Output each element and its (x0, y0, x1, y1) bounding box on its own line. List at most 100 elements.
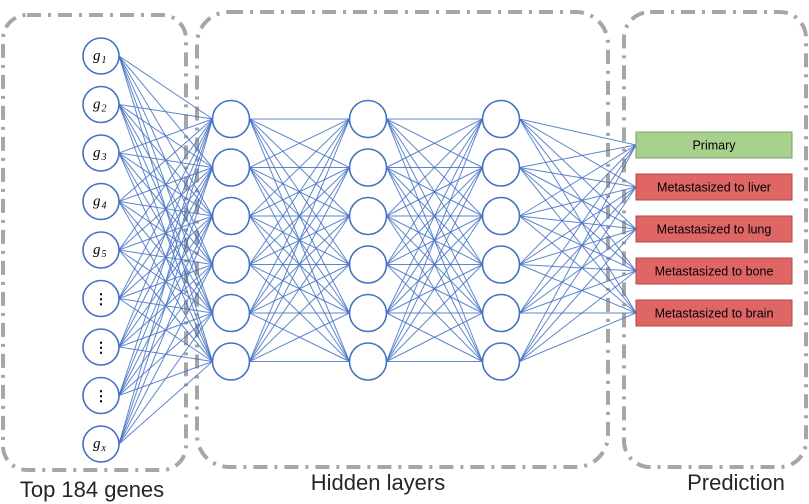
prediction-label: Metastasized to brain (655, 307, 774, 321)
input-node-circle (82, 182, 120, 221)
hidden-layer-1-node (211, 293, 251, 333)
input-node-label: g (93, 242, 101, 258)
edge-hidden1-hidden2 (249, 167, 350, 362)
edge-hidden2-hidden3 (386, 118, 483, 314)
prediction-label: Metastasized to bone (655, 265, 774, 279)
edge-input-hidden1 (118, 118, 213, 299)
edge-hidden3-output (519, 167, 637, 314)
edge-input-hidden1 (118, 118, 213, 445)
output-group-title: Prediction (687, 470, 785, 495)
connection-edges (118, 55, 637, 445)
hidden-layer-2-node (348, 99, 388, 139)
edge-hidden3-output (519, 215, 637, 230)
input-node-label: g (93, 145, 101, 161)
hidden-layer-3-node (481, 196, 521, 236)
edge-input-hidden1 (118, 118, 213, 348)
edge-hidden2-hidden3 (386, 118, 483, 265)
prediction-box (635, 173, 793, 201)
input-node-circle (82, 231, 120, 269)
hidden-layer-1-node (211, 148, 251, 187)
input-group-box (1, 13, 188, 472)
edge-input-hidden1 (118, 118, 213, 251)
edge-hidden2-hidden3 (386, 215, 483, 362)
edge-hidden1-hidden2 (249, 118, 350, 168)
prediction-box (635, 215, 793, 243)
edge-hidden3-output (519, 186, 637, 217)
input-node-circle (82, 425, 120, 463)
input-node-ellipsis: ⋮ (94, 293, 108, 308)
hidden-group-title: Hidden layers (311, 470, 446, 495)
edge-input-hidden1 (118, 312, 213, 445)
prediction-box (635, 257, 793, 285)
edge-input-hidden1 (118, 361, 213, 445)
hidden-layer-2-node (348, 148, 388, 187)
hidden-layer-2-node (348, 196, 388, 236)
edge-hidden3-output (519, 144, 637, 265)
edge-hidden3-output (519, 228, 637, 362)
input-node-label: g (93, 97, 101, 113)
edge-hidden2-hidden3 (386, 167, 483, 362)
edge-hidden3-output (519, 118, 637, 146)
input-node-subscript: x (101, 443, 107, 454)
edge-hidden3-output (519, 186, 637, 362)
prediction-label: Metastasized to liver (657, 181, 771, 195)
edge-hidden1-hidden2 (249, 312, 350, 362)
output-group-box (622, 10, 808, 469)
edge-hidden2-hidden3 (386, 264, 483, 362)
input-node-subscript: 4 (102, 201, 107, 212)
hidden-layer-1-node (211, 196, 251, 236)
edge-input-hidden1 (118, 55, 213, 120)
edge-hidden3-output (519, 215, 637, 272)
edge-input-hidden1 (118, 215, 213, 445)
edge-hidden1-hidden2 (249, 264, 350, 362)
edge-input-hidden1 (118, 104, 213, 120)
edge-hidden1-hidden2 (249, 118, 350, 362)
hidden-layer-2-node (348, 245, 388, 284)
edge-hidden3-output (519, 186, 637, 314)
hidden-layer-3-node (481, 293, 521, 333)
edge-hidden2-hidden3 (386, 118, 483, 168)
edge-input-hidden1 (118, 264, 213, 445)
edge-hidden2-hidden3 (386, 312, 483, 362)
edge-hidden3-output (519, 167, 637, 230)
input-node-subscript: 2 (102, 104, 107, 115)
edge-input-hidden1 (118, 118, 213, 202)
hidden-layer-1-node (211, 245, 251, 284)
prediction-label: Metastasized to lung (657, 223, 772, 237)
edge-hidden2-hidden3 (386, 118, 483, 217)
input-node-circle (82, 134, 120, 172)
input-node-circle (82, 376, 120, 415)
edge-hidden3-output (519, 264, 637, 314)
edge-hidden3-output (519, 270, 637, 362)
edge-hidden3-output (519, 228, 637, 265)
edge-hidden3-output (519, 118, 637, 230)
input-node-ellipsis: ⋮ (94, 390, 108, 405)
edge-input-hidden1 (118, 118, 213, 396)
hidden-layer-1-node (211, 342, 251, 381)
edge-hidden1-hidden2 (249, 215, 350, 362)
edge-hidden3-output (519, 264, 637, 272)
input-node-circle (82, 85, 120, 124)
input-node-circle (82, 279, 120, 318)
hidden-layer-3-node (481, 99, 521, 139)
input-node-label: g (93, 194, 101, 210)
hidden-layer-2-node (348, 342, 388, 381)
input-node-label: g (93, 436, 101, 452)
hidden-layer-2-node (348, 293, 388, 333)
edge-hidden3-output (519, 215, 637, 314)
edge-hidden1-hidden2 (249, 118, 350, 265)
edge-input-hidden1 (118, 118, 213, 154)
input-node-label: g (93, 48, 101, 64)
edge-hidden3-output (519, 312, 637, 362)
prediction-box (635, 299, 793, 327)
input-node-subscript: 1 (102, 55, 107, 66)
input-node-circle (82, 328, 120, 366)
edge-hidden3-output (519, 144, 637, 314)
edge-hidden1-hidden2 (249, 118, 350, 217)
hidden-layer-3-node (481, 148, 521, 187)
edge-hidden3-output (519, 144, 637, 168)
hidden-layer-1-node (211, 99, 251, 139)
